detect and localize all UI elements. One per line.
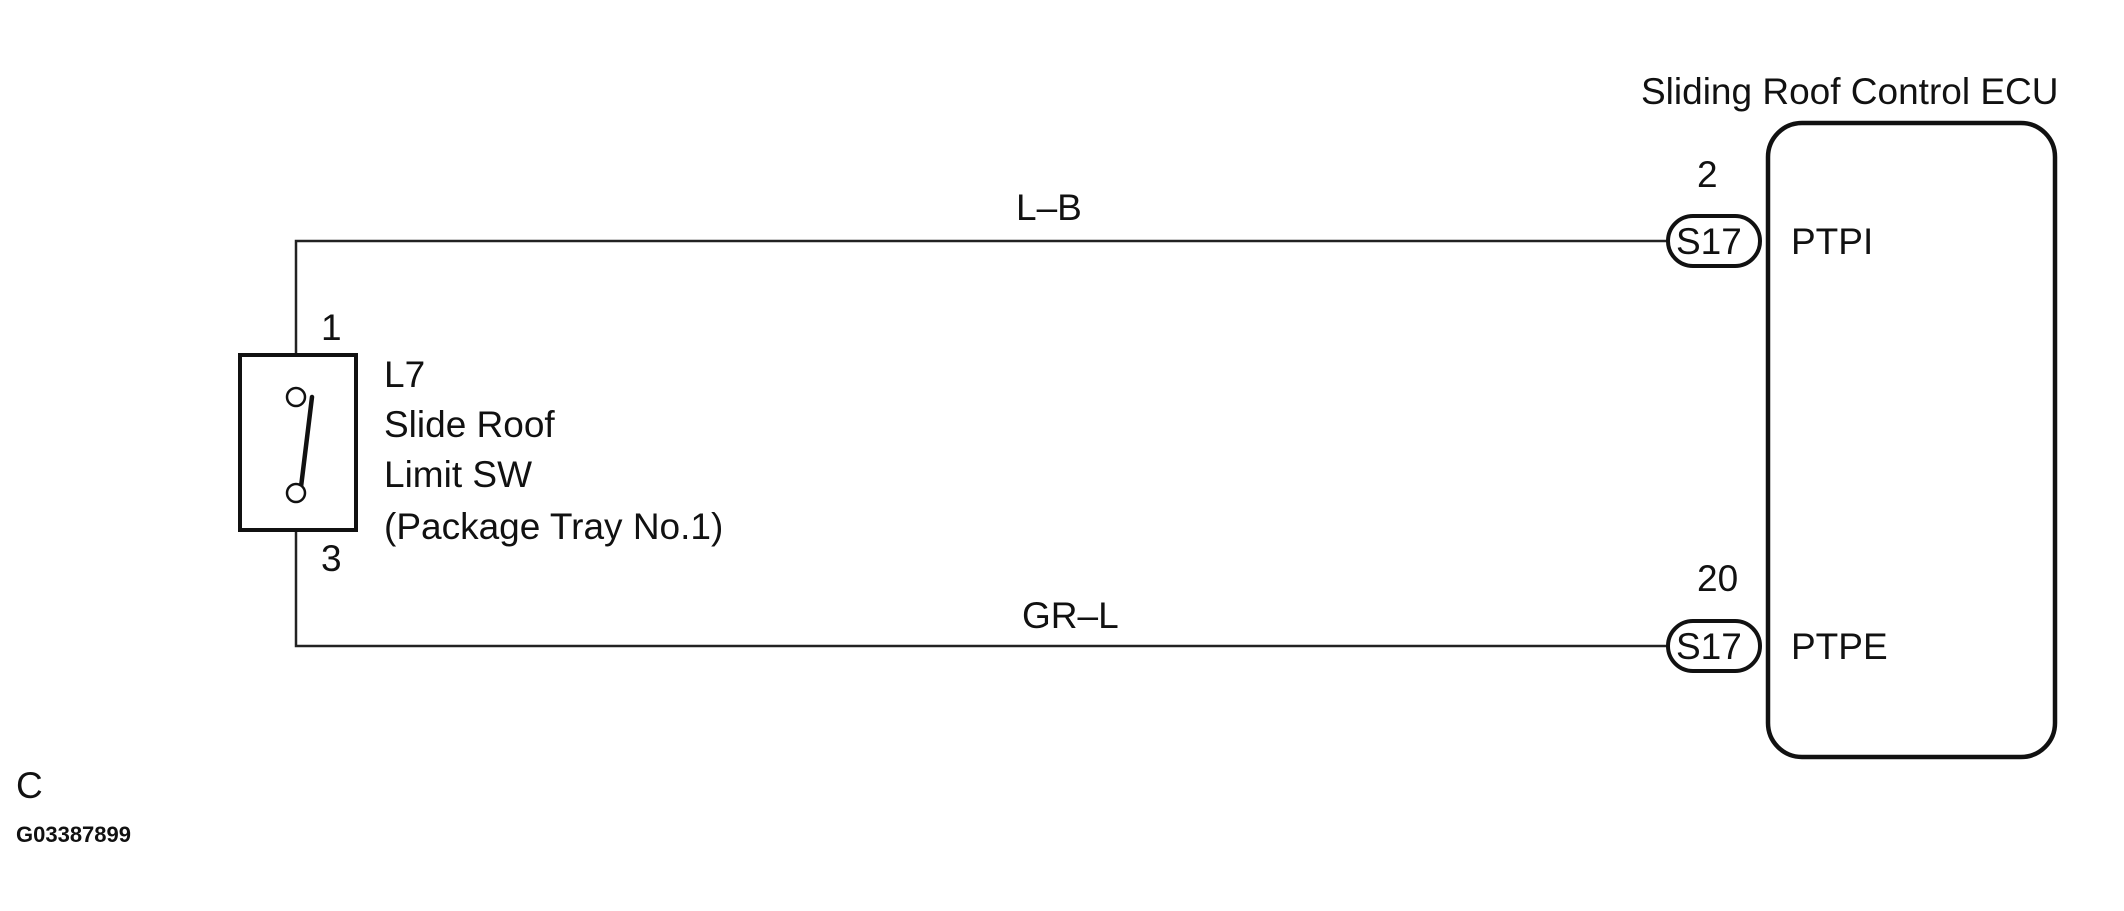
- switch-name-line1: Slide Roof: [384, 404, 555, 445]
- wire-color-l-b: L–B: [1016, 187, 1082, 228]
- pin-number-20: 20: [1697, 558, 1738, 599]
- terminal-ptpe: PTPE: [1791, 626, 1888, 667]
- switch-pin-1: 1: [321, 307, 342, 348]
- wire-l-b: [294, 239, 1668, 354]
- switch-blade: [298, 394, 315, 490]
- switch-contact-bottom: [285, 482, 307, 504]
- figure-id: G03387899: [16, 822, 131, 847]
- switch-contact-top: [285, 386, 307, 408]
- ecu-title: Sliding Roof Control ECU: [1641, 71, 2058, 112]
- connector-s17-upper: [1666, 214, 1762, 268]
- connector-label-lower: S17: [1676, 626, 1742, 667]
- switch-name-line2: Limit SW: [384, 454, 532, 495]
- terminal-ptpi: PTPI: [1791, 221, 1873, 262]
- connector-s17-lower: [1666, 619, 1762, 673]
- switch-name-line3: (Package Tray No.1): [384, 506, 723, 547]
- pin-number-2: 2: [1697, 154, 1718, 195]
- wire-color-gr-l: GR–L: [1022, 595, 1119, 636]
- switch-code: L7: [384, 354, 425, 395]
- connector-label-upper: S17: [1676, 221, 1742, 262]
- switch-pin-3: 3: [321, 538, 342, 579]
- footer-letter: C: [16, 765, 43, 806]
- switch-box: [238, 353, 358, 532]
- ecu-body: [1765, 120, 2058, 760]
- wire-gr-l: [294, 530, 1668, 648]
